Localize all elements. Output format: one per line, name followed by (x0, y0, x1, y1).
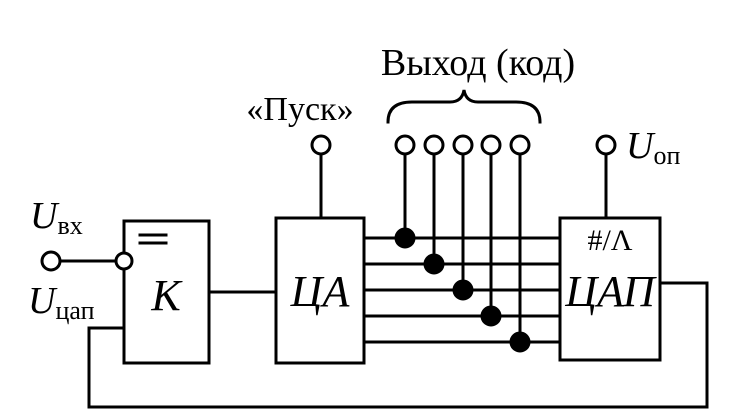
output-bus (362, 134, 562, 353)
dac-block (558, 216, 662, 362)
u-in-label: Uвх (30, 195, 83, 240)
counter-block (274, 216, 366, 365)
output-bit-terminal-4 (480, 134, 502, 156)
output-bit-terminal-1 (394, 134, 416, 156)
dac-label: ЦАП (564, 267, 657, 316)
u-ref-terminal (595, 134, 617, 156)
dac-symbol-label: #/Λ (587, 224, 632, 257)
output-bit-terminal-3 (452, 134, 474, 156)
output-brace (386, 89, 542, 124)
comparator-input-inverting (114, 251, 134, 271)
comparator-label: K (150, 271, 183, 320)
junction-dot-2 (423, 253, 445, 275)
junction-dot-3 (452, 279, 474, 301)
start-label: «Пуск» (246, 91, 353, 128)
output-code-label: Выход (код) (381, 42, 575, 84)
u-dac-sub: цап (55, 296, 94, 325)
junction-dot-4 (480, 305, 502, 327)
output-bit-terminal-2 (423, 134, 445, 156)
u-in-main: U (30, 195, 60, 237)
u-dac-label: Uцап (28, 280, 95, 325)
u-ref-main: U (626, 125, 656, 167)
counter-label: ЦА (290, 267, 351, 316)
output-bit-terminal-5 (509, 134, 531, 156)
u-ref-label: Uоп (626, 125, 680, 170)
u-in-sub: вх (57, 211, 82, 240)
dac-feedback-wire (87, 281, 709, 409)
u-dac-main: U (28, 280, 58, 322)
junction-dot-5 (509, 331, 531, 353)
u-ref-sub: оп (653, 141, 680, 170)
junction-dot-1 (394, 227, 416, 249)
start-terminal (310, 134, 332, 156)
u-in-terminal (40, 250, 62, 272)
